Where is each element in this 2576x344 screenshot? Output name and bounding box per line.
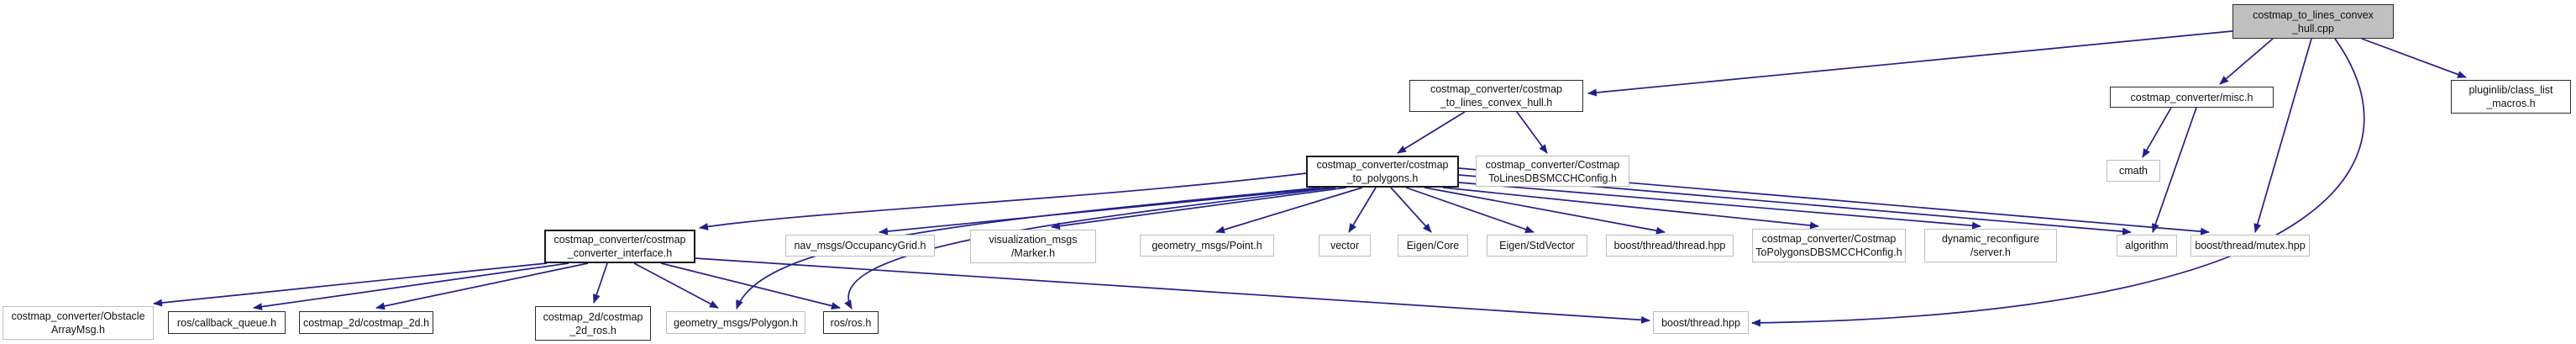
node-label-line: vector: [1330, 240, 1360, 251]
edge-root-to-pluginlib-class-list-macros-h: [2361, 38, 2467, 78]
node-label-line: ToPolygonsDBSMCCHConfig.h: [1755, 246, 1902, 258]
edge-interface-h-to-polygon-h: [633, 262, 719, 309]
node-label-line: geometry_msgs/Polygon.h: [674, 316, 798, 329]
edge-root-to-to-lines-h: [1587, 30, 2233, 97]
node-label-line: costmap_converter/Costmap: [1761, 233, 1897, 245]
edge-to-polygons-h-to-eigen-core: [1390, 187, 1432, 233]
node-interface-h[interactable]: costmap_converter/costmap_converter_inte…: [544, 230, 695, 263]
node-eigen-stdvector: Eigen/StdVector: [1487, 235, 1587, 257]
node-eigen-core: Eigen/Core: [1398, 235, 1468, 257]
edge-to-polygons-h-to-vector: [1348, 187, 1377, 233]
node-label-line: _hull.cpp: [2291, 22, 2335, 34]
node-label-line: _macros.h: [2486, 98, 2536, 109]
node-costmap-2d-h[interactable]: costmap_2d/costmap_2d.h: [299, 311, 433, 334]
node-label-line: costmap_2d/costmap_2d.h: [302, 316, 430, 329]
node-label-line: ros/ros.h: [830, 316, 872, 329]
edge-to-polygons-h-to-dynamic-reconfigure-server-h: [1458, 182, 1981, 230]
node-cmath: cmath: [2106, 160, 2160, 182]
edge-to-polygons-h-to-ros-ros-h: [844, 187, 1336, 310]
node-label-line: ArrayMsg.h: [51, 324, 105, 336]
node-label-line: _to_lines_convex_hull.h: [1440, 97, 1553, 108]
edge-to-polygons-h-to-point-h: [1215, 187, 1363, 234]
edge-interface-h-to-ros-callback-queue-h: [253, 262, 569, 311]
node-marker-h: visualization_msgs/Marker.h: [970, 230, 1096, 263]
node-root: costmap_to_lines_convex_hull.cpp: [2232, 4, 2394, 39]
node-boost-thread-mutex-hpp: boost/thread/mutex.hpp: [2190, 235, 2310, 257]
node-to-lines-h[interactable]: costmap_converter/costmap _to_lines_conve…: [1409, 80, 1583, 112]
node-label-line: costmap_2d/costmap: [543, 310, 643, 323]
node-label-line: costmap_converter/Obstacle: [11, 310, 145, 322]
node-pluginlib-class-list-macros-h[interactable]: pluginlib/class_list _macros.h: [2451, 80, 2571, 114]
edge-interface-h-to-obstacle-array-msg-h: [153, 262, 548, 307]
edge-interface-h-to-costmap-2d-ros-h: [592, 262, 608, 304]
node-label-line: boost/thread/thread.hpp: [1613, 240, 1726, 251]
node-label-line: nav_msgs/OccupancyGrid.h: [794, 240, 926, 251]
node-label-line: costmap_converter/costmap: [1430, 83, 1562, 95]
node-label-line: ToLinesDBSMCCHConfig.h: [1488, 172, 1617, 184]
node-label-line: Eigen/StdVector: [1499, 240, 1575, 251]
edge-interface-h-to-ros-ros-h: [660, 262, 841, 310]
node-boost-thread-hpp: boost/thread.hpp: [1653, 311, 1749, 334]
node-label-line: costmap_to_lines_convex: [2253, 8, 2374, 21]
node-algorithm: algorithm: [2117, 235, 2177, 257]
edge-misc-h-to-algorithm: [2152, 107, 2197, 233]
edge-misc-h-to-cmath: [2142, 107, 2172, 158]
edge-to-polygons-h-to-polygon-h: [736, 187, 1321, 310]
node-label-line: costmap_converter/costmap: [1316, 159, 1449, 171]
edge-to-lines-h-to-tolines-config-h: [1516, 111, 1548, 154]
node-vector: vector: [1319, 235, 1371, 257]
node-label-line: _converter_interface.h: [567, 247, 673, 259]
node-label-line: visualization_msgs: [989, 234, 1078, 246]
edge-to-polygons-h-to-interface-h: [699, 172, 1307, 230]
node-dynamic-reconfigure-server-h: dynamic_reconfigure/server.h: [1924, 229, 2057, 262]
node-label-line: _to_polygons.h: [1346, 172, 1419, 184]
node-label-line: /server.h: [1970, 246, 2011, 258]
node-polygon-h: geometry_msgs/Polygon.h: [666, 311, 805, 334]
edge-to-polygons-h-to-topolygons-config-h: [1442, 187, 1819, 230]
edge-to-lines-h-to-to-polygons-h: [1397, 111, 1466, 154]
node-label-line: costmap_converter/misc.h: [2130, 91, 2253, 103]
edge-root-to-boost-thread-hpp: [1751, 38, 2365, 327]
node-label-line: geometry_msgs/Point.h: [1152, 240, 1262, 251]
node-boost-thread-thread-hpp: boost/thread/thread.hpp: [1606, 235, 1734, 257]
node-label-line: _2d_ros.h: [569, 324, 616, 336]
node-label-line: boost/thread.hpp: [1661, 316, 1740, 329]
node-point-h: geometry_msgs/Point.h: [1140, 235, 1274, 257]
edge-to-polygons-h-to-occupancy-grid-h: [879, 187, 1332, 236]
node-occupancy-grid-h: nav_msgs/OccupancyGrid.h: [785, 235, 935, 257]
node-label-line: ros/callback_queue.h: [176, 316, 277, 329]
edge-to-polygons-h-to-marker-h: [1051, 187, 1347, 230]
edge-interface-h-to-boost-thread-hpp: [694, 257, 1650, 324]
node-costmap-2d-ros-h[interactable]: costmap_2d/costmap_2d_ros.h: [535, 306, 651, 341]
node-to-polygons-h[interactable]: costmap_converter/costmap_to_polygons.h: [1306, 156, 1459, 188]
edge-root-to-misc-h: [2219, 38, 2274, 85]
edge-to-polygons-h-to-boost-thread-thread-hpp: [1424, 187, 1666, 235]
node-label-line: costmap_converter/costmap: [553, 234, 686, 246]
node-label-line: cmath: [2118, 165, 2148, 177]
edge-root-to-boost-thread-mutex-hpp: [2253, 38, 2312, 233]
node-misc-h[interactable]: costmap_converter/misc.h: [2110, 87, 2274, 108]
edge-interface-h-to-costmap-2d-h: [375, 262, 589, 310]
node-label-line: costmap_converter/Costmap: [1485, 158, 1620, 171]
node-ros-ros-h[interactable]: ros/ros.h: [823, 311, 879, 334]
node-label-line: dynamic_reconfigure: [1941, 233, 2040, 245]
edge-to-polygons-h-to-eigen-stdvector: [1405, 187, 1535, 233]
node-label-line: pluginlib/class_list: [2468, 84, 2553, 96]
node-label-line: algorithm: [2125, 240, 2169, 251]
node-label-line: Eigen/Core: [1406, 240, 1460, 251]
node-label-line: /Marker.h: [1010, 247, 1056, 259]
node-ros-callback-queue-h[interactable]: ros/callback_queue.h: [168, 311, 286, 334]
node-label-line: boost/thread/mutex.hpp: [2195, 240, 2306, 251]
